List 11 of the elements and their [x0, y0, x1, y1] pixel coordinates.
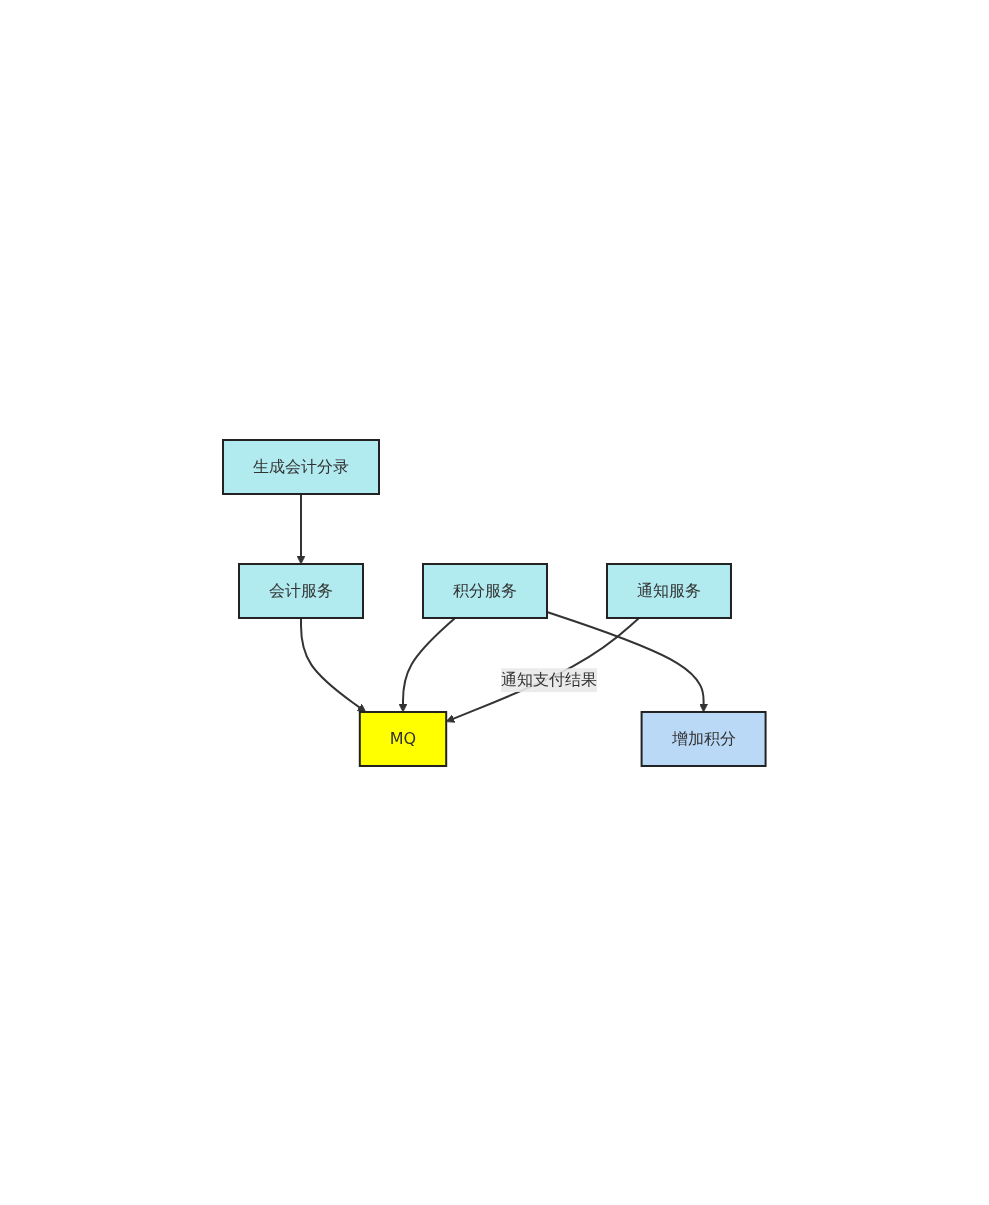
edge-label: 通知支付结果 [501, 669, 598, 689]
node-box: 会计服务 [238, 562, 365, 619]
arrow [446, 616, 641, 723]
node-box: 生成会计分录 [222, 438, 381, 495]
arrow [296, 492, 306, 564]
node-box: 积分服务 [422, 562, 549, 619]
arrow [398, 616, 457, 712]
arrow [300, 616, 367, 712]
node-box: MQ [359, 710, 448, 767]
node-box: 增加积分 [640, 710, 767, 767]
node-box: 通知服务 [606, 562, 733, 619]
